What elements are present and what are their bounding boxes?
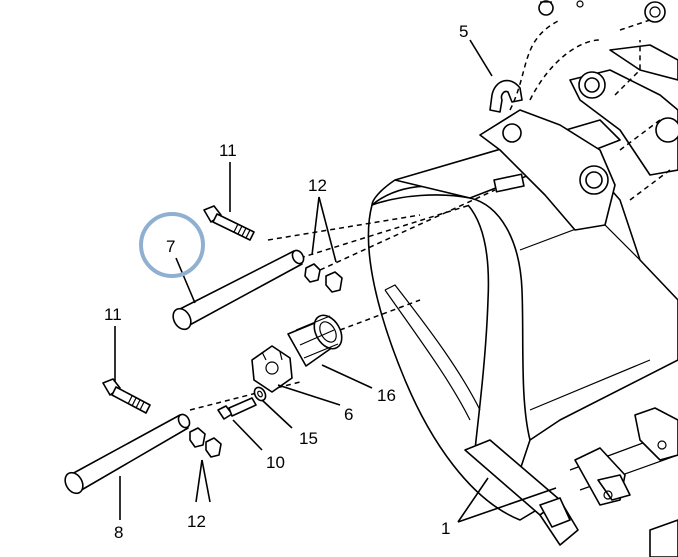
bushing-16 — [287, 314, 343, 367]
leader-lines — [114, 39, 557, 523]
shim-6 — [251, 345, 293, 393]
callout-11-top: 11 — [219, 141, 237, 160]
callout-7: 7 — [166, 237, 175, 256]
nuts-12-bottom — [189, 427, 222, 458]
mounting-ears — [479, 0, 678, 231]
callout-6: 6 — [344, 405, 353, 424]
bucket-body — [367, 119, 678, 546]
highlight-circle — [139, 212, 205, 278]
callout-12-top: 12 — [308, 176, 327, 195]
callout-16: 16 — [377, 386, 396, 405]
callout-15: 15 — [299, 429, 318, 448]
callout-1: 1 — [441, 519, 450, 538]
lifting-hook — [489, 79, 523, 113]
callout-5: 5 — [459, 22, 468, 41]
callout-8: 8 — [114, 523, 123, 542]
bolt-11-bottom — [102, 378, 151, 414]
pin-7 — [172, 249, 305, 331]
bucket-teeth — [539, 407, 678, 557]
bolt-10 — [217, 397, 257, 420]
washer-15 — [253, 386, 267, 402]
pin-8 — [64, 413, 191, 495]
nuts-12-top — [304, 263, 343, 293]
callout-labels: 5 11 12 7 11 16 6 15 10 12 8 1 — [104, 22, 468, 542]
assembly-lines — [189, 19, 671, 411]
callout-11-bottom: 11 — [104, 305, 122, 324]
bolt-11-top — [203, 205, 255, 241]
callout-10: 10 — [266, 453, 285, 472]
callout-12-bottom: 12 — [187, 512, 206, 531]
